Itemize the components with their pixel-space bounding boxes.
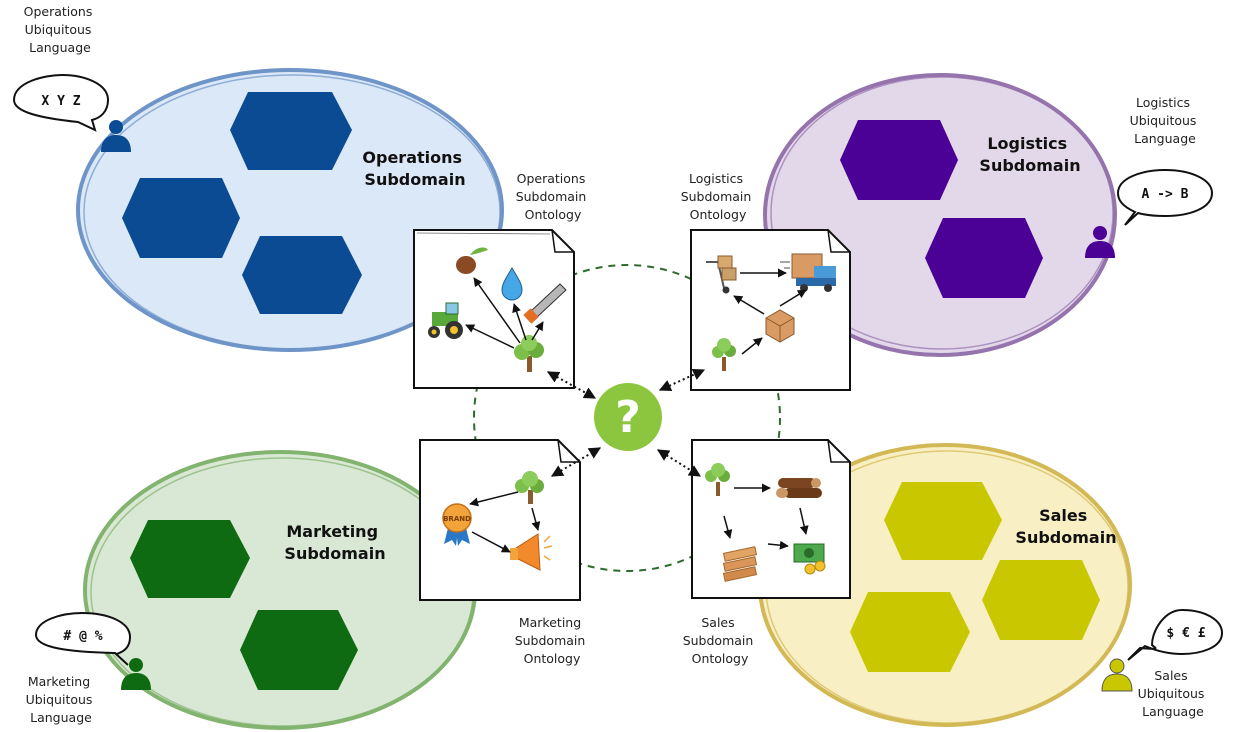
marketing-person-icon [121,658,151,690]
sales-person-icon [1101,658,1133,692]
tree-icon [712,338,736,371]
svg-text:BRAND: BRAND [443,515,471,523]
operations-subdomain-title: Operations Subdomain [362,148,467,189]
svg-text:A -> B: A -> B [1142,187,1189,202]
sales-language-label: Sales Ubiquitous Language [1138,668,1209,719]
operations-speech-bubble: X Y Z [12,73,110,132]
operations-language-label: Operations Ubiquitous Language [24,4,97,55]
logistics-context-hexagon [925,218,1043,298]
sales-ontology-label: Sales Subdomain Ontology [683,615,758,666]
box-icon [765,309,795,343]
marketing-context-hexagon [240,610,358,690]
megaphone-icon [510,533,553,571]
seed-icon [456,247,488,274]
marketing-hexagons [130,520,358,690]
sales-context-hexagon [850,592,970,672]
marketing-speech-bubble: # @ % [34,611,132,666]
sales-hexagons [850,482,1100,672]
question-mark-icon: ? [594,383,662,451]
logistics-subdomain-title: Logistics Subdomain [979,134,1080,175]
logistics-speech-bubble: A -> B [1116,168,1214,226]
sales-subdomain-title: Sales Subdomain [1015,506,1116,547]
marketing-ontology-label: Marketing Subdomain Ontology [515,615,590,666]
sales-ontology-document [691,439,851,599]
tree-icon [515,471,544,504]
svg-text:X Y Z: X Y Z [41,94,80,109]
brand-badge-icon: BRAND [442,503,472,546]
tree-icon [705,463,730,496]
operations-hexagons [122,92,362,314]
svg-text:$ € £: $ € £ [1166,626,1205,641]
tractor-icon [428,302,463,339]
planks-icon [722,546,758,582]
marketing-context-hexagon [130,520,250,598]
logistics-ontology-label: Logistics Subdomain Ontology [681,171,756,222]
operations-person-icon [101,120,131,152]
sales-context-hexagon [884,482,1002,560]
svg-text:?: ? [615,392,641,443]
logistics-context-hexagon [840,120,958,200]
operations-ontology-document [413,229,575,389]
money-icon [793,543,826,575]
hand-truck-icon [706,255,737,294]
water-drop-icon [501,267,523,301]
operations-ontology-label: Operations Subdomain Ontology [516,171,591,222]
marketing-language-label: Marketing Ubiquitous Language [26,674,97,725]
logistics-person-icon [1085,226,1115,258]
operations-context-hexagon [122,178,240,258]
ontology-links [546,369,706,477]
operations-context-hexagon [230,92,352,170]
delivery-truck-icon [780,253,836,292]
marketing-ontology-document: BRAND [419,439,581,601]
sales-speech-bubble: $ € £ [1127,608,1224,661]
logistics-language-label: Logistics Ubiquitous Language [1130,95,1201,146]
operations-context-hexagon [242,236,362,314]
operations-region [76,68,504,352]
logistics-ontology-document [690,229,851,391]
sales-context-hexagon [982,560,1100,640]
logs-icon [776,478,822,498]
central-dashed-circle [473,264,781,572]
logistics-hexagons [840,120,1043,298]
saw-icon [523,283,567,324]
marketing-subdomain-title: Marketing Subdomain [284,522,385,563]
svg-text:# @ %: # @ % [63,629,102,644]
